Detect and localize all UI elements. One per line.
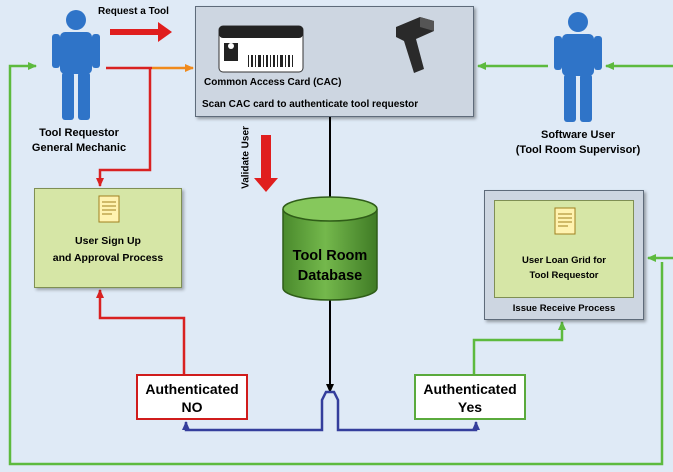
auth-no-line-1: Authenticated	[145, 381, 239, 397]
auth-no-to-signup-arrow	[96, 289, 186, 374]
green-feedback-loop	[8, 62, 673, 466]
barcode-scanner-icon	[396, 17, 434, 73]
signup-line-1: User Sign Up	[75, 235, 141, 247]
decision-split-arrows	[182, 390, 480, 432]
request-tool-label: Request a Tool	[98, 6, 169, 17]
issue-receive-label: Issue Receive Process	[512, 303, 616, 314]
software-user-line-1: Software User	[541, 129, 615, 141]
loan-grid-box: User Loan Grid for Tool Requestor	[494, 200, 634, 298]
authenticated-no-box: Authenticated NO	[136, 374, 248, 420]
requestor-line-1: Tool Requestor	[39, 127, 119, 139]
id-card-icon	[218, 25, 304, 73]
auth-yes-line-2: Yes	[457, 399, 483, 415]
loan-line-1: User Loan Grid for	[522, 255, 606, 266]
validate-user-arrow	[254, 135, 278, 192]
requestor-person-icon	[52, 10, 100, 120]
document-icon	[98, 195, 120, 223]
database-line-1: Tool Room	[292, 248, 368, 264]
database-icon	[282, 196, 378, 301]
authenticated-yes-box: Authenticated Yes	[414, 374, 526, 420]
database-line-2: Database	[297, 268, 363, 284]
software-user-person-icon	[554, 12, 602, 122]
signup-process-box: User Sign Up and Approval Process	[34, 188, 182, 288]
cac-title: Common Access Card (CAC)	[204, 77, 342, 88]
requestor-line-2: General Mechanic	[31, 142, 127, 154]
auth-yes-line-1: Authenticated	[423, 381, 517, 397]
cac-scan-box: Common Access Card (CAC) Scan CAC card t…	[195, 6, 474, 117]
auth-yes-to-issue-arrow	[472, 321, 566, 374]
document-icon	[554, 207, 576, 235]
cac-scan-label: Scan CAC card to authenticate tool reque…	[202, 99, 419, 110]
validate-user-label: Validate User	[240, 126, 252, 189]
requestor-to-cac-connector	[96, 64, 194, 187]
software-user-line-2: (Tool Room Supervisor)	[515, 144, 641, 156]
auth-no-line-2: NO	[181, 399, 203, 415]
request-tool-arrow	[110, 22, 172, 42]
loan-line-2: Tool Requestor	[529, 270, 599, 281]
signup-line-2: and Approval Process	[52, 252, 164, 264]
